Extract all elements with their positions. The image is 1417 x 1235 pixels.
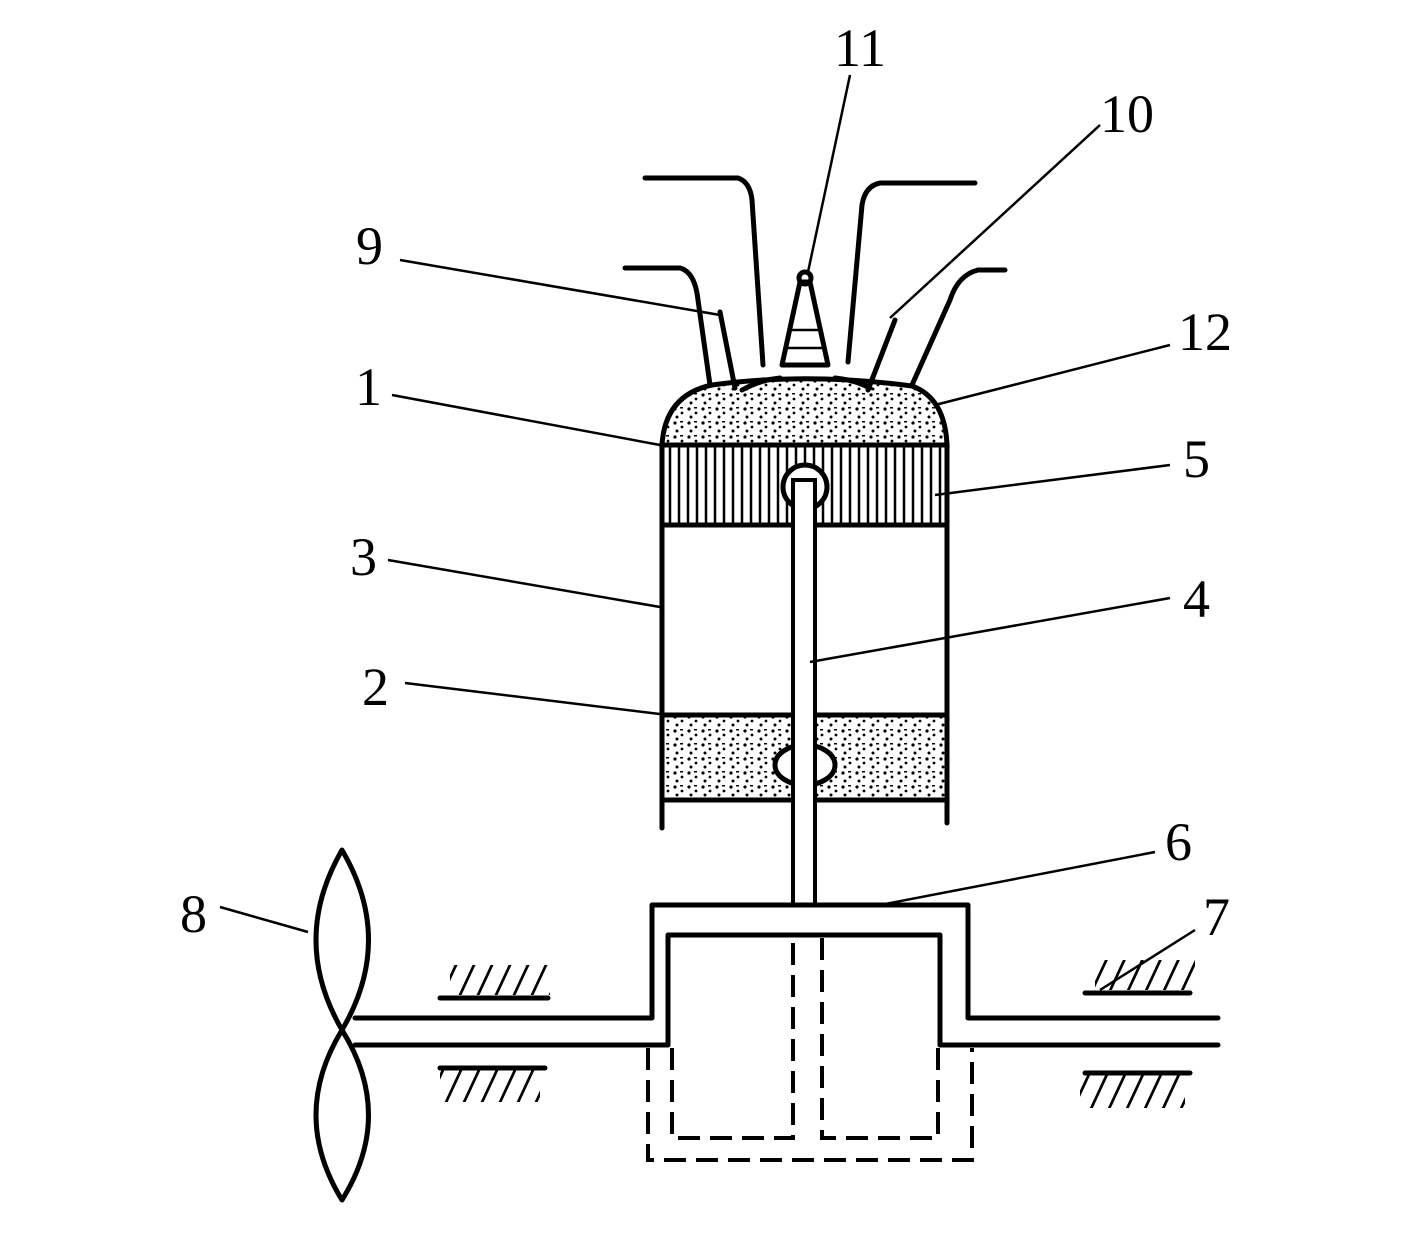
label-9: 9 [356, 216, 383, 276]
crankshaft [352, 902, 1221, 1162]
label-11: 11 [834, 18, 886, 78]
label-1: 1 [355, 357, 382, 417]
center-port [642, 175, 978, 368]
valve-10-pipe [865, 267, 1008, 393]
bearings [437, 960, 1195, 1108]
label-6: 6 [1165, 812, 1192, 872]
label-8: 8 [180, 884, 207, 944]
leader-lines [219, 74, 1196, 992]
connecting-rod [791, 478, 817, 907]
label-7: 7 [1203, 887, 1230, 947]
label-2: 2 [362, 657, 389, 717]
label-4: 4 [1183, 569, 1210, 629]
label-12: 12 [1178, 302, 1232, 362]
propeller [313, 847, 371, 1203]
valve-9-pipe [622, 265, 738, 391]
label-10: 10 [1100, 84, 1154, 144]
label-3: 3 [350, 527, 377, 587]
spark-plug [779, 269, 831, 368]
combustion-chamber [659, 376, 950, 448]
label-5: 5 [1183, 429, 1210, 489]
